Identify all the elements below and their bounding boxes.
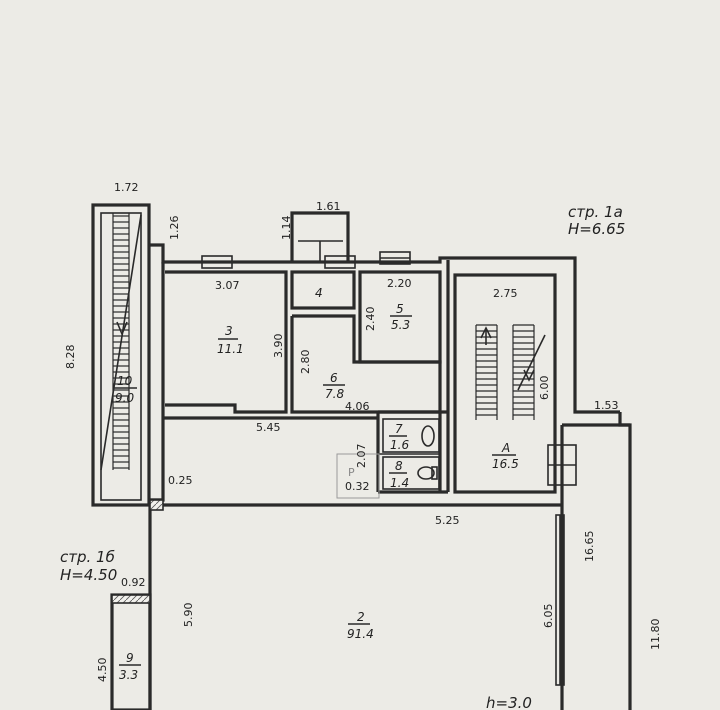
dim-16-65: 16.65: [583, 531, 596, 563]
dim-1-53: 1.53: [594, 399, 619, 412]
room-3-area: 11.1: [217, 342, 244, 356]
dim-2-40: 2.40: [364, 307, 377, 332]
room-5-area: 5.3: [391, 318, 410, 332]
wc-fixtures: [417, 425, 438, 480]
room-10-number: 10: [117, 374, 133, 388]
dim-1-61: 1.61: [316, 200, 341, 213]
dim-2-75: 2.75: [493, 287, 518, 300]
dim-4-06: 4.06: [345, 400, 370, 413]
dim-3-90: 3.90: [272, 334, 285, 359]
room-8-area: 1.4: [390, 476, 409, 490]
svg-text:P: P: [348, 466, 355, 479]
dim-6-05: 6.05: [542, 604, 555, 629]
room-9-number: 9: [126, 651, 134, 665]
dim-1-14: 1.14: [280, 216, 293, 241]
room-7-area: 1.6: [390, 438, 409, 452]
top-windows: [201, 251, 411, 269]
room-7-number: 7: [395, 422, 403, 436]
room-6: [290, 314, 442, 414]
dim-1-72: 1.72: [114, 181, 139, 194]
stair-room-a: [453, 273, 557, 494]
dim-8-28: 8.28: [64, 345, 77, 370]
dim-0-25: 0.25: [168, 474, 193, 487]
room-3-number: 3: [225, 324, 233, 338]
room-3: [165, 270, 288, 414]
dim-2-20: 2.20: [387, 277, 412, 290]
section-1a-height: H=6.65: [568, 220, 625, 238]
dim-0-92: 0.92: [121, 576, 146, 589]
dim-2-80: 2.80: [299, 350, 312, 375]
right-windows: [547, 444, 577, 686]
section-1b-height: H=4.50: [60, 566, 117, 584]
partitions: [163, 260, 563, 507]
room-5-number: 5: [396, 302, 404, 316]
room-2-area: 91.4: [347, 627, 374, 641]
room-a-area: 16.5: [492, 457, 519, 471]
dim-h-3-0: h=3.0: [486, 694, 532, 710]
room-10-area: 9.0: [115, 391, 134, 405]
dim-11-80: 11.80: [649, 619, 662, 651]
room-6-number: 6: [330, 371, 338, 385]
dim-5-25: 5.25: [435, 514, 460, 527]
dim-4-50: 4.50: [96, 658, 109, 683]
dim-1-26: 1.26: [168, 216, 181, 241]
room-2-number: 2: [357, 610, 365, 624]
dim-0-32: 0.32: [345, 480, 370, 493]
dim-5-45: 5.45: [256, 421, 281, 434]
section-1b-name: стр. 1б: [60, 548, 115, 566]
vestibule: [290, 211, 350, 262]
stair-room-10: [91, 203, 151, 507]
room-4-number: 4: [315, 286, 323, 300]
dim-2-07: 2.07: [355, 444, 368, 469]
dim-3-07: 3.07: [215, 279, 240, 292]
room-4: [290, 270, 356, 310]
room-2: [149, 499, 164, 511]
room-6-area: 7.8: [325, 387, 344, 401]
room-9-area: 3.3: [119, 668, 138, 682]
room-a-number: А: [501, 441, 510, 455]
room-8-number: 8: [395, 459, 403, 473]
section-1a-name: стр. 1а: [568, 203, 623, 221]
room-9: [110, 593, 152, 710]
dim-6-00: 6.00: [538, 376, 551, 401]
watermark-logo: P: [336, 453, 380, 499]
dim-5-90: 5.90: [182, 603, 195, 628]
